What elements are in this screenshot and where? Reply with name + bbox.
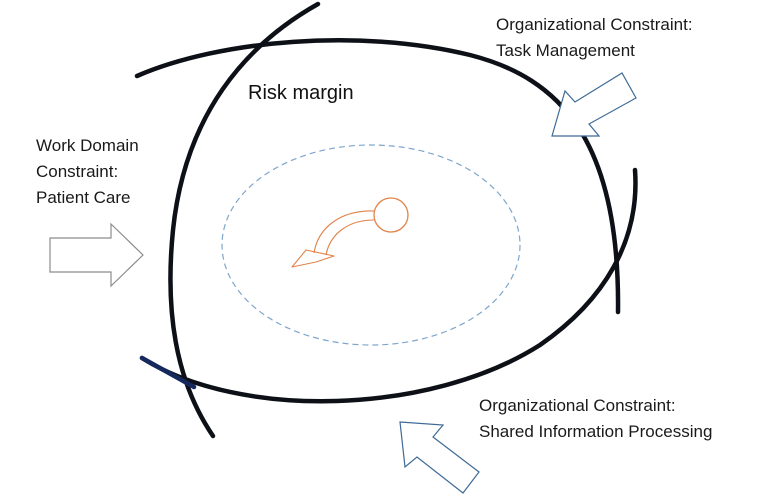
drift-trajectory-inner bbox=[325, 219, 375, 256]
risk-margin-label: Risk margin bbox=[248, 82, 354, 104]
boundary-curve-top bbox=[134, 38, 621, 315]
shared-info-line-1: Organizational Constraint: bbox=[479, 396, 676, 415]
work-domain-line-2: Constraint: bbox=[36, 162, 119, 181]
shared-info-line-2: Shared Information Processing bbox=[479, 422, 713, 441]
work-domain-line-1: Work Domain bbox=[36, 136, 139, 155]
boundary-curve-bottom bbox=[139, 167, 638, 404]
work-domain-pressure-arrow bbox=[49, 222, 144, 288]
drift-arrowhead bbox=[291, 249, 335, 268]
work-domain-constraint-label: Work Domain Constraint: Patient Care bbox=[36, 133, 139, 211]
risk-margin-ellipse bbox=[221, 144, 521, 346]
work-domain-line-3: Patient Care bbox=[36, 188, 131, 207]
task-management-line-1: Organizational Constraint: bbox=[496, 15, 693, 34]
task-management-constraint-label: Organizational Constraint: Task Manageme… bbox=[496, 12, 693, 64]
boundary-accent-segment bbox=[139, 355, 197, 390]
shared-info-pressure-arrow bbox=[399, 421, 480, 494]
operating-point-circle bbox=[373, 197, 409, 233]
shared-info-constraint-label: Organizational Constraint: Shared Inform… bbox=[479, 393, 712, 445]
task-management-pressure-arrow bbox=[551, 72, 637, 137]
boundary-curve-left bbox=[168, 1, 321, 439]
task-management-line-2: Task Management bbox=[496, 41, 635, 60]
drift-trajectory-outer bbox=[313, 210, 375, 254]
